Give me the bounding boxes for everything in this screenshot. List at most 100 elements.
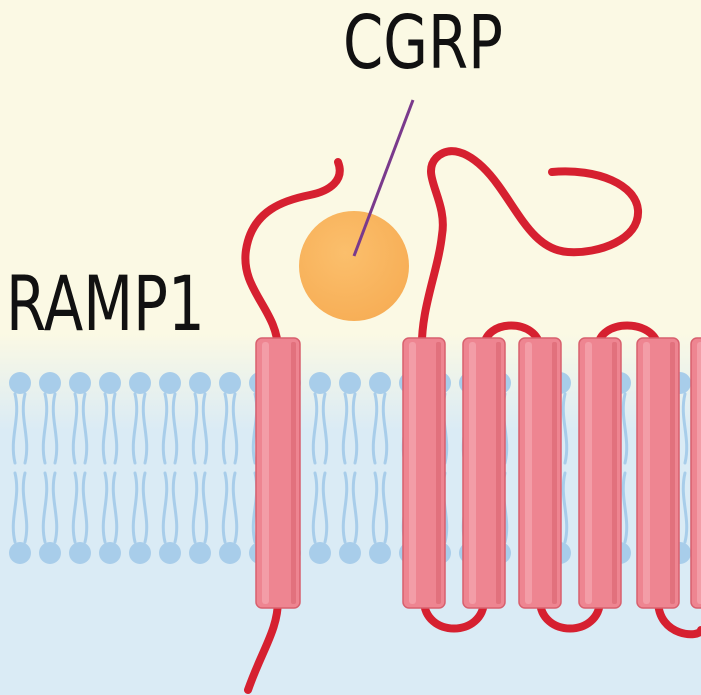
lipid-tail <box>221 392 229 465</box>
receptor-helix-3 <box>518 337 562 609</box>
lipid-head-lower <box>159 542 181 564</box>
lipid-tail <box>621 392 629 465</box>
receptor-n-terminal-loop <box>417 147 642 356</box>
lipid-tail <box>221 471 229 544</box>
receptor-helix-2 <box>462 337 506 609</box>
lipid-tail <box>381 392 389 465</box>
lipid-tail <box>21 471 29 544</box>
lipid-tail <box>41 471 49 544</box>
lipid-head-upper <box>219 372 241 394</box>
helix-shade <box>436 342 441 604</box>
lipid-head-lower <box>219 542 241 564</box>
lipid-head-lower <box>129 542 151 564</box>
lipid-tail <box>21 392 29 465</box>
receptor-helix-6 <box>690 337 701 609</box>
transmembrane-helices <box>255 337 701 609</box>
lipid-tail <box>11 392 19 465</box>
lipid-tail <box>71 392 79 465</box>
lipid-tail <box>141 471 149 544</box>
lipid-tail <box>371 471 379 544</box>
lipid-head-upper <box>129 372 151 394</box>
lipid-head-lower <box>369 542 391 564</box>
intracellular-loop-3 <box>654 596 701 639</box>
lipid-head-upper <box>309 372 331 394</box>
lipid-tail <box>191 392 199 465</box>
lipid-tail <box>81 392 89 465</box>
receptor-helix-1 <box>402 337 446 609</box>
lipid-tail <box>41 392 49 465</box>
lipid-tail <box>231 392 239 465</box>
cgrp-pointer-line <box>352 99 415 257</box>
lipid-tail <box>351 471 359 544</box>
lipid-head-lower <box>39 542 61 564</box>
lipid-tail <box>311 392 319 465</box>
lipid-head-lower <box>309 542 331 564</box>
helix-highlight <box>585 342 592 604</box>
receptor-helix-5 <box>636 337 680 609</box>
lipid-tail <box>51 392 59 465</box>
lipid-tail <box>11 471 19 544</box>
lipid-tail <box>131 392 139 465</box>
lipid-head-upper <box>69 372 91 394</box>
lipid-tail <box>191 471 199 544</box>
lipid-head-lower <box>69 542 91 564</box>
lipid-head-upper <box>339 372 361 394</box>
lipid-head-lower <box>9 542 31 564</box>
lipid-tail <box>321 392 329 465</box>
intracellular-loop-2 <box>536 596 604 633</box>
lipid-tail <box>101 392 109 465</box>
receptor-helix-4 <box>578 337 622 609</box>
lipid-tail <box>371 392 379 465</box>
lipid-tail <box>101 471 109 544</box>
lipid-tail <box>201 471 209 544</box>
lipid-head-lower <box>189 542 211 564</box>
lipid-tail <box>681 392 689 465</box>
lipid-head-upper <box>99 372 121 394</box>
lipid-head-upper <box>9 372 31 394</box>
lipid-tail <box>81 471 89 544</box>
helix-highlight <box>525 342 532 604</box>
lipid-head-upper <box>189 372 211 394</box>
helix-highlight <box>469 342 476 604</box>
lipid-tail <box>381 471 389 544</box>
lipid-tail <box>51 471 59 544</box>
lipid-tail <box>311 471 319 544</box>
lipid-tail <box>341 392 349 465</box>
lipid-tail <box>161 471 169 544</box>
lipid-tail <box>111 471 119 544</box>
cgrp-label: CGRP <box>343 0 503 86</box>
helix-highlight <box>409 342 416 604</box>
lipid-head-lower <box>339 542 361 564</box>
helix-shade <box>670 342 675 604</box>
lipid-tail <box>171 392 179 465</box>
intracellular-loop-1 <box>420 596 488 633</box>
helix-highlight <box>697 342 701 604</box>
lipid-tail <box>561 392 569 465</box>
lipid-head-upper <box>159 372 181 394</box>
lipid-tail <box>681 471 689 544</box>
lipid-tail <box>621 471 629 544</box>
lipid-tail <box>171 471 179 544</box>
lipid-tail <box>131 471 139 544</box>
lipid-head-upper <box>369 372 391 394</box>
helix-highlight <box>643 342 650 604</box>
helix-shade <box>291 342 296 604</box>
lipid-tail <box>161 392 169 465</box>
lipid-tail <box>231 471 239 544</box>
lipid-tail <box>351 392 359 465</box>
lipid-tail <box>71 471 79 544</box>
lipid-tail <box>141 392 149 465</box>
helix-shade <box>552 342 557 604</box>
cgrp-ligand <box>299 211 409 321</box>
lipid-tail <box>111 392 119 465</box>
ramp1-label: RAMP1 <box>6 259 205 348</box>
ramp1-n-terminal-tail <box>241 158 344 354</box>
helix-shade <box>612 342 617 604</box>
lipid-tail <box>561 471 569 544</box>
lipid-tail <box>201 392 209 465</box>
helix-highlight <box>262 342 269 604</box>
helix-shade <box>496 342 501 604</box>
lipid-tail <box>341 471 349 544</box>
